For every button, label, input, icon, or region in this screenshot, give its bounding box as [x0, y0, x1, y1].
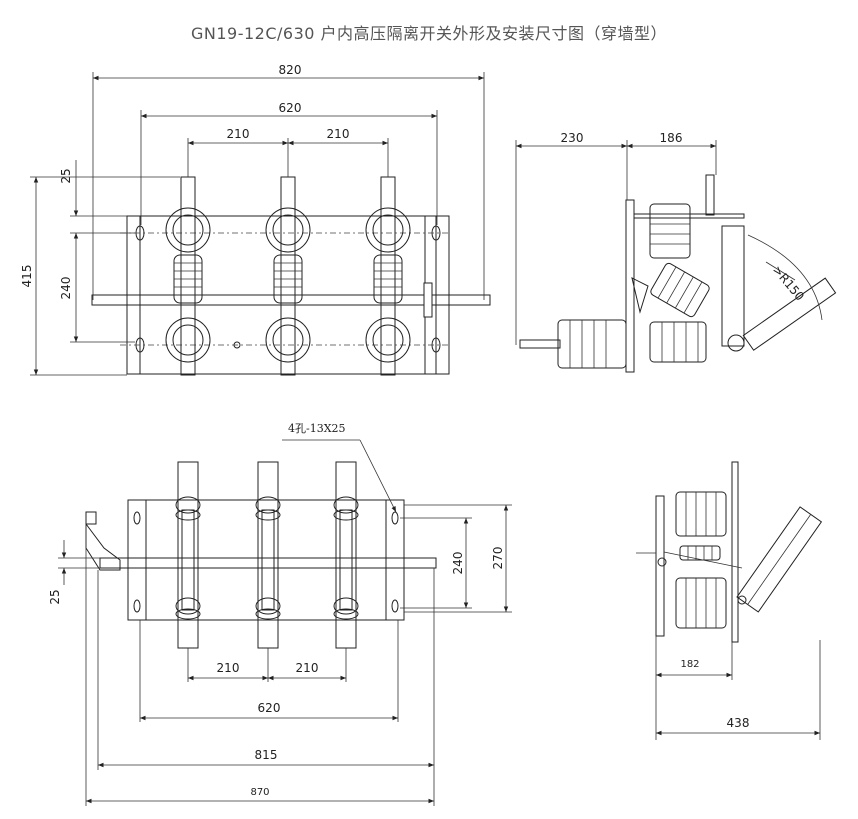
- front-dim-pole-span: 620: [279, 101, 302, 115]
- front-dim-top-offset: 25: [59, 168, 73, 183]
- drawing-title: GN19-12C/630 户内高压隔离开关外形及安装尺寸图（穿墙型）: [190, 24, 668, 43]
- front-dim-total-width: 820: [279, 63, 302, 77]
- plan-dim-pitch-right: 210: [296, 661, 319, 675]
- end-wall-plate: [731, 461, 739, 643]
- front-view: [30, 72, 491, 376]
- side-wall-plate: [625, 199, 635, 373]
- side-dim-left: 230: [561, 131, 584, 145]
- plan-operating-handle: [85, 522, 121, 571]
- end-upper-insulator: [675, 491, 727, 537]
- plan-dim-total-width: 870: [250, 787, 269, 798]
- side-lower-insulator: [649, 321, 707, 363]
- plan-base-plate: [127, 499, 405, 621]
- plan-dim-frame-width: 815: [255, 748, 278, 762]
- end-open-blade: [736, 506, 823, 613]
- front-dim-pitch-left: 210: [227, 127, 250, 141]
- side-open-blade: [742, 277, 837, 351]
- plan-dim-hole-spacing: 240: [451, 552, 465, 575]
- side-view: [515, 140, 837, 373]
- plan-dim-pole-span: 620: [258, 701, 281, 715]
- plan-hole-note: 4孔-13X25: [288, 422, 346, 435]
- plan-dim-frame-height: 270: [491, 547, 505, 570]
- plan-dim-pitch-left: 210: [217, 661, 240, 675]
- end-dim-total: 438: [727, 716, 750, 730]
- side-dim-radius: >R150: [770, 263, 807, 304]
- plan-pole-2: [255, 461, 281, 649]
- front-dim-height: 415: [20, 265, 34, 288]
- front-pole-3: [365, 176, 411, 376]
- front-pole-1: [165, 176, 211, 376]
- side-bushing: [557, 319, 627, 369]
- plan-operating-shaft: [99, 557, 437, 569]
- side-dim-right: 186: [660, 131, 683, 145]
- plan-dim-offset: 25: [48, 589, 62, 604]
- end-view: [636, 461, 823, 740]
- end-dim-inner: 182: [680, 659, 699, 670]
- plan-view: [58, 439, 512, 806]
- plan-pole-1: [175, 461, 201, 649]
- end-lower-insulator: [675, 577, 727, 629]
- front-dim-hole-spacing: 240: [59, 277, 73, 300]
- front-dim-pitch-right: 210: [327, 127, 350, 141]
- side-upper-insulator: [649, 203, 691, 259]
